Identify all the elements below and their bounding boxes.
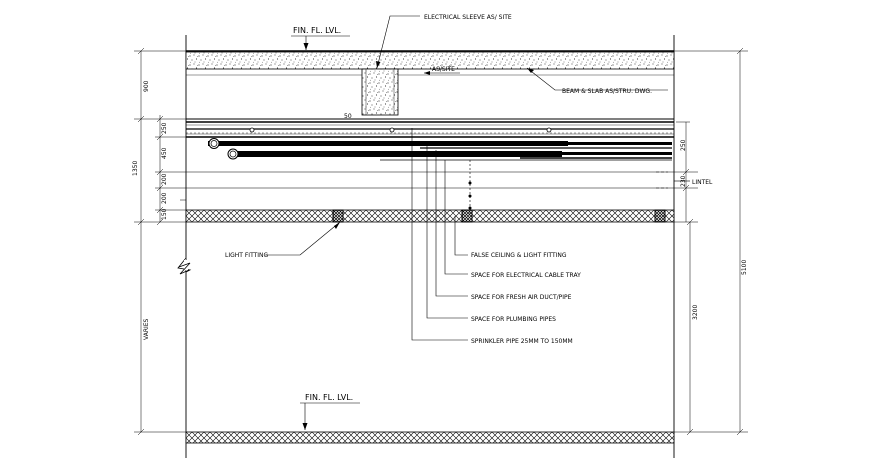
electrical-sleeve-label: ELECTRICAL SLEEVE AS/ SITE (424, 14, 512, 21)
dim-200a: 200 (161, 173, 168, 185)
top-slab (185, 51, 675, 70)
dim-varies: VARIES (143, 318, 150, 340)
dim-right-250: 250 (680, 139, 687, 151)
dim-5100: 5100 (741, 260, 748, 275)
light-fitting-block-1 (332, 209, 344, 223)
light-fitting-block-3 (654, 209, 666, 223)
beam-slab-label: BEAM & SLAB AS/STRU. DWG. (562, 88, 652, 95)
pipe-2 (232, 151, 562, 157)
bottom-floor (185, 431, 675, 444)
dim-3200: 3200 (692, 305, 699, 320)
dim-450: 450 (161, 147, 168, 159)
dim-200b: 200 (161, 192, 168, 204)
false-ceiling-label: FALSE CEILING & LIGHT FITTING (471, 252, 567, 259)
dim-250: 250 (161, 122, 168, 134)
sprinkler-label: SPRINKLER PIPE 25MM TO 150MM (471, 338, 573, 345)
fresh-air-label: SPACE FOR FRESH AIR DUCT/PIPE (471, 294, 572, 301)
plumbing-label: SPACE FOR PLUMBING PIPES (471, 316, 556, 323)
as-site-label: AS/SITE (432, 66, 455, 73)
fin-fl-lvl-bottom-label: FIN. FL. LVL. (305, 393, 353, 402)
false-ceiling (185, 209, 675, 223)
cable-tray-label: SPACE FOR ELECTRICAL CABLE TRAY (471, 272, 581, 279)
light-fitting-label: LIGHT FITTING (225, 252, 269, 259)
dim-900: 900 (143, 80, 150, 92)
dim-50: 50 (344, 113, 352, 120)
pipe-1 (208, 141, 568, 146)
light-fitting-block-2 (461, 209, 473, 223)
beam (361, 68, 399, 116)
dim-right-230: 230 (680, 175, 687, 187)
lintel-label: LINTEL (692, 179, 713, 186)
dim-1350: 1350 (132, 161, 139, 176)
dim-150: 150 (161, 208, 168, 220)
fin-fl-lvl-top-label: FIN. FL. LVL. (293, 26, 341, 35)
